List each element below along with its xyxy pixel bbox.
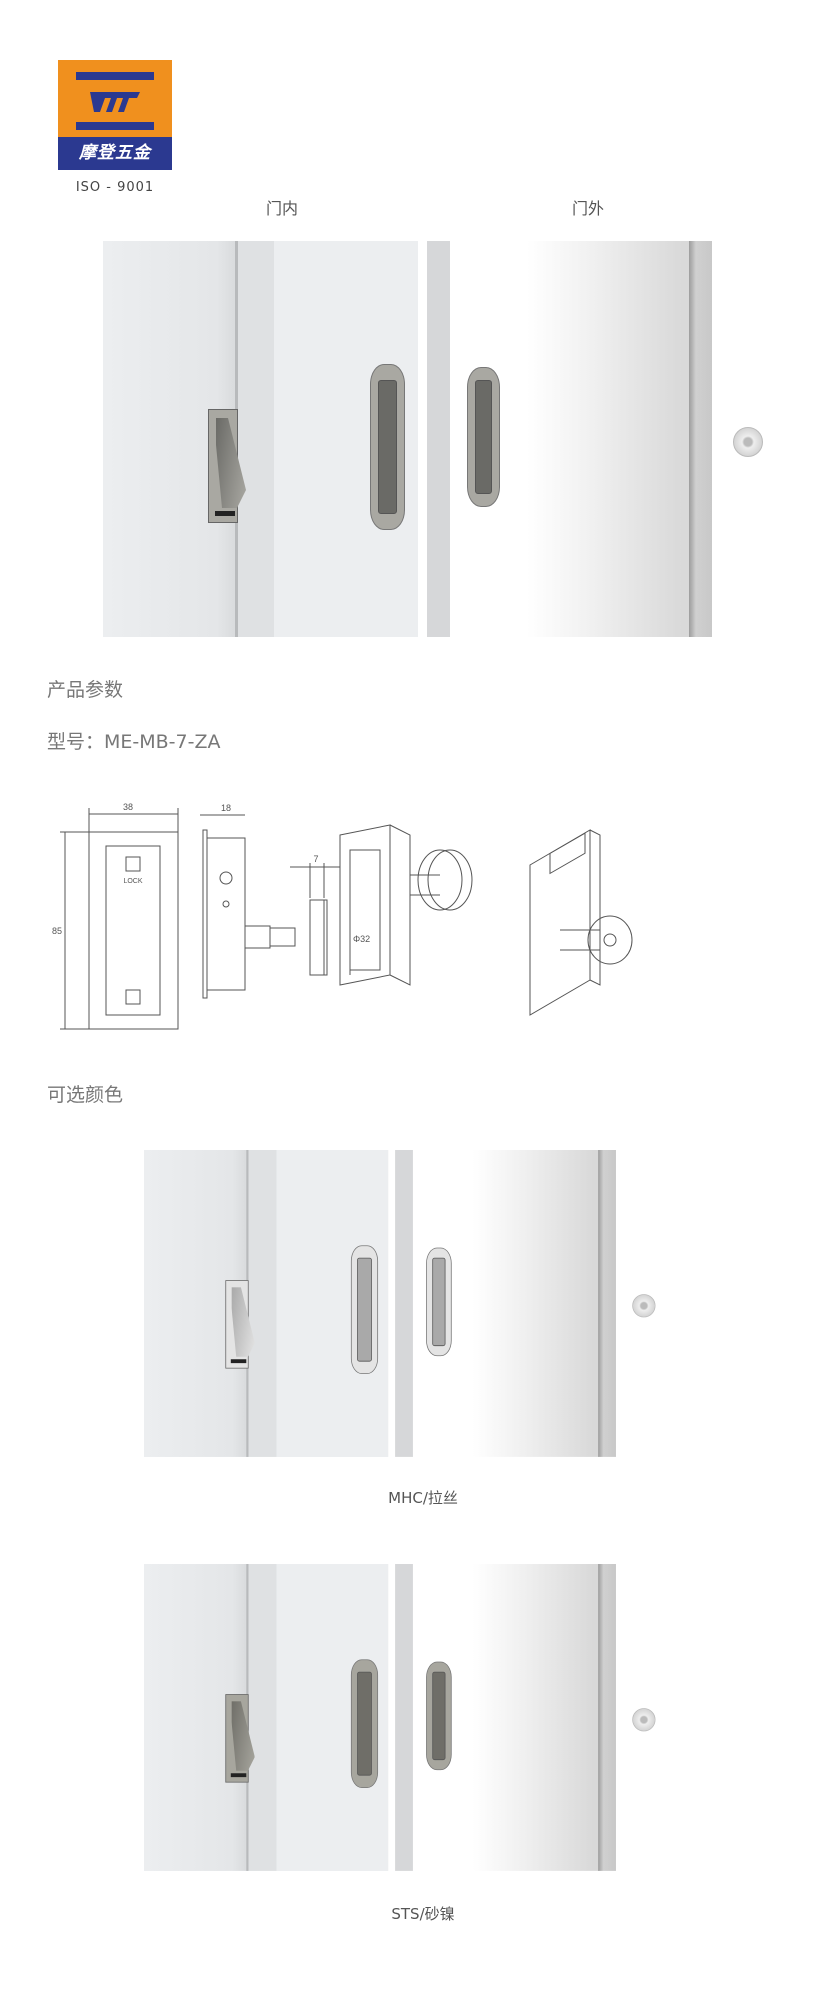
model-number: 型号：ME-MB-7-ZA (47, 731, 221, 753)
emergency-release-knob (632, 1294, 656, 1318)
knob-diameter-dimension: Φ32 (353, 934, 370, 944)
product-photo-main (103, 241, 823, 637)
color-option-photo-sts (144, 1564, 702, 1871)
width-dimension: 38 (123, 802, 133, 812)
emergency-release-knob (632, 1708, 656, 1732)
emergency-release-knob (733, 427, 763, 457)
flush-pull-handle-outside (467, 367, 500, 507)
height-dimension: 85 (52, 926, 62, 936)
flush-pull-handle (370, 364, 405, 530)
color-option-label: STS/砂镍 (391, 1905, 455, 1923)
logo-text: 摩登五金 (58, 137, 172, 170)
privacy-latch (225, 1280, 255, 1369)
flush-pull-handle-outside (426, 1661, 452, 1771)
colors-section-title: 可选颜色 (47, 1084, 124, 1106)
isometric-view-back (529, 829, 633, 1016)
specs-section-title: 产品参数 (47, 679, 124, 701)
flush-pull-handle-outside (426, 1247, 452, 1357)
color-option-photo-mhc (144, 1150, 702, 1457)
color-option-label: MHC/拉丝 (388, 1489, 458, 1507)
side-view-drawing (200, 814, 351, 999)
lock-marking: LOCK (123, 878, 142, 885)
outside-view-label: 门外 (572, 199, 605, 218)
knob-thickness-dimension: 7 (313, 854, 318, 864)
flush-pull-handle (350, 1245, 379, 1374)
company-logo: 摩登五金 (58, 60, 172, 170)
depth-dimension: 18 (221, 803, 231, 813)
logo-mark-icon (76, 72, 154, 130)
flush-pull-handle (350, 1659, 379, 1788)
certification-label: ISO - 9001 (75, 180, 155, 195)
inside-view-label: 门内 (266, 199, 299, 218)
privacy-latch (208, 409, 246, 523)
front-view-drawing (60, 808, 179, 1030)
privacy-latch (225, 1694, 255, 1783)
isometric-view-front (339, 824, 473, 986)
technical-drawing: 38 85 18 7 Φ32 LOCK (52, 802, 633, 1030)
